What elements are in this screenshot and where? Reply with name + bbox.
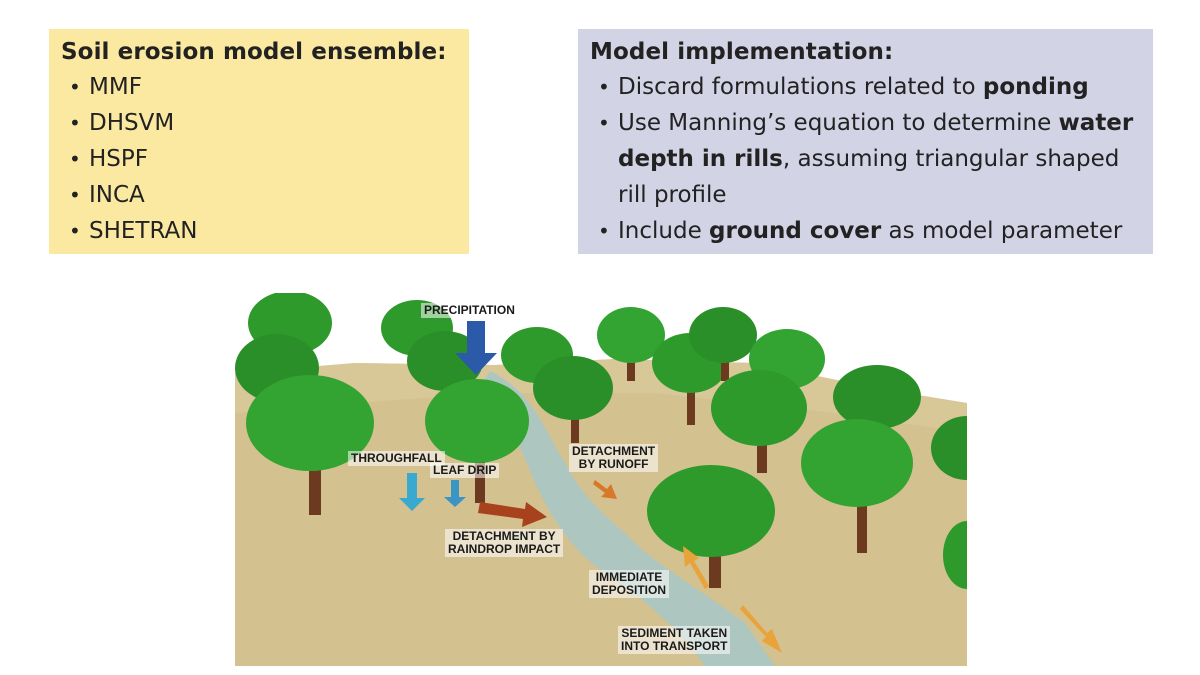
runoff-arrow xyxy=(593,480,617,499)
item-text: as model parameter xyxy=(881,218,1123,244)
deposition-arrow xyxy=(683,546,709,589)
precipitation-arrow xyxy=(455,321,497,375)
label-line: BY RUNOFF xyxy=(578,457,649,471)
label-line: DETACHMENT BY xyxy=(452,529,556,543)
leaf-drip-arrow xyxy=(444,480,466,507)
tree xyxy=(689,307,757,381)
tree xyxy=(711,370,807,473)
label-line: DETACHMENT xyxy=(572,444,656,458)
detachment-runoff-label: DETACHMENT BY RUNOFF xyxy=(569,444,659,472)
list-item: HSPF xyxy=(61,141,457,177)
transport-arrow xyxy=(740,605,782,653)
process-arrows xyxy=(399,321,782,653)
list-item: DHSVM xyxy=(61,105,457,141)
tree xyxy=(801,419,913,553)
model-implementation-list: Discard formulations related to ponding … xyxy=(590,69,1141,249)
model-ensemble-panel: Soil erosion model ensemble: MMF DHSVM H… xyxy=(49,29,469,254)
label-line: INTO TRANSPORT xyxy=(621,639,728,653)
item-text: , assuming triangular shaped rill profil… xyxy=(618,146,1120,208)
list-item: MMF xyxy=(61,69,457,105)
detachment-raindrop-label: DETACHMENT BY RAINDROP IMPACT xyxy=(445,529,564,557)
item-emphasis: water depth in rills xyxy=(618,110,1134,172)
item-text: Use Manning’s equation to determine xyxy=(618,110,1059,136)
list-item: Include ground cover as model parameter xyxy=(590,213,1141,249)
sediment-transport-label: SEDIMENT TAKEN INTO TRANSPORT xyxy=(618,626,731,654)
item-emphasis: ponding xyxy=(982,74,1089,100)
erosion-diagram: PRECIPITATION THROUGHFALL LEAF DRIP DETA… xyxy=(235,293,967,666)
item-text: Include xyxy=(618,218,710,244)
list-item: SHETRAN xyxy=(61,213,457,249)
model-implementation-title: Model implementation: xyxy=(590,39,894,65)
immediate-deposition-label: IMMEDIATE DEPOSITION xyxy=(589,570,670,598)
list-item: INCA xyxy=(61,177,457,213)
precipitation-label: PRECIPITATION xyxy=(421,303,518,318)
trees xyxy=(235,293,967,589)
tree xyxy=(533,356,613,443)
tree xyxy=(597,307,665,381)
tree xyxy=(943,521,967,589)
tree xyxy=(647,465,775,588)
tree xyxy=(407,331,483,403)
item-emphasis: ground cover xyxy=(709,218,882,244)
list-item: Discard formulations related to ponding xyxy=(590,69,1141,105)
rill-channel xyxy=(480,371,775,666)
throughfall-arrow xyxy=(399,473,425,511)
throughfall-label: THROUGHFALL xyxy=(348,451,445,466)
tree xyxy=(931,416,967,480)
raindrop-impact-arrow xyxy=(478,502,547,527)
model-implementation-panel: Model implementation: Discard formulatio… xyxy=(578,29,1153,254)
label-line: RAINDROP IMPACT xyxy=(448,542,561,556)
label-line: SEDIMENT TAKEN xyxy=(621,626,728,640)
leaf-drip-label: LEAF DRIP xyxy=(430,463,500,478)
model-ensemble-title: Soil erosion model ensemble: xyxy=(61,39,447,65)
label-line: IMMEDIATE xyxy=(595,570,663,584)
tree xyxy=(246,375,374,515)
list-item: Use Manning’s equation to determine wate… xyxy=(590,105,1141,213)
item-text: Discard formulations related to xyxy=(618,74,983,100)
erosion-scene-illustration xyxy=(235,293,967,666)
label-line: DEPOSITION xyxy=(592,583,667,597)
model-ensemble-list: MMF DHSVM HSPF INCA SHETRAN xyxy=(61,69,457,249)
